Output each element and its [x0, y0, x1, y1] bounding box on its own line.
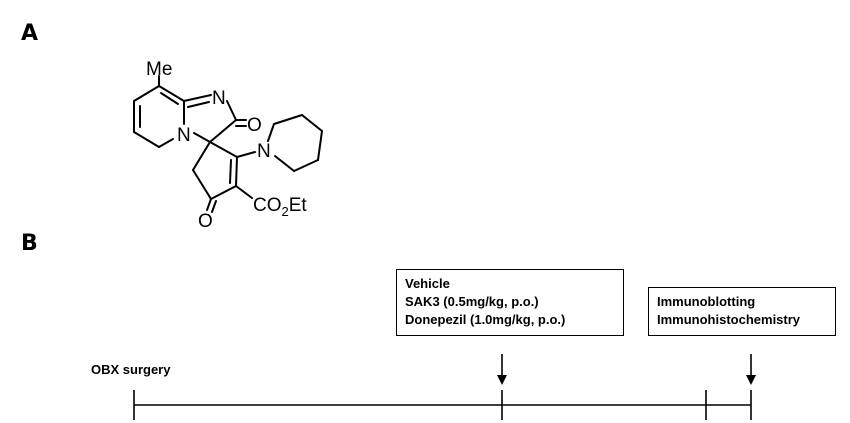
analysis-arrow-icon — [746, 375, 756, 385]
bond — [235, 185, 253, 199]
bond — [193, 132, 211, 143]
analysis-immunoblotting: Immunoblotting — [657, 294, 756, 309]
treatment-donepezil: Donepezil (1.0mg/kg, p.o.) — [405, 312, 566, 327]
treatment-sak3: SAK3 (0.5mg/kg, p.o.) — [405, 294, 539, 309]
bond-double-inner — [187, 101, 210, 108]
piperidine-nitrogen-label: N — [257, 141, 271, 162]
bond — [192, 169, 212, 200]
panel-label-a: A — [21, 21, 39, 46]
bond — [133, 131, 160, 148]
treatment-arrow-icon — [497, 375, 507, 385]
bond — [192, 141, 211, 171]
lactam-oxygen-label: O — [247, 115, 262, 136]
bond — [273, 114, 303, 125]
analysis-immunohistochemistry: Immunohistochemistry — [657, 312, 801, 327]
bond — [293, 159, 319, 172]
treatment-vehicle: Vehicle — [405, 276, 450, 291]
bond-double-inner — [229, 159, 232, 184]
bond — [226, 100, 237, 121]
ketone-oxygen-label: O — [198, 211, 213, 232]
bond — [301, 114, 323, 132]
bond — [235, 156, 238, 187]
ester-group-label: CO2Et — [253, 195, 307, 219]
bond — [211, 200, 217, 213]
bond — [317, 130, 323, 161]
bond — [209, 119, 237, 143]
ester-subscript: 2 — [282, 204, 289, 219]
bond-double-inner — [160, 92, 179, 105]
methyl-label: Me — [146, 59, 172, 80]
ester-co-text: CO — [253, 195, 282, 216]
imine-nitrogen-label: N — [212, 88, 226, 109]
bond — [158, 85, 185, 102]
bond — [133, 85, 160, 102]
treatment-box: Vehicle SAK3 (0.5mg/kg, p.o.) Donepezil … — [396, 269, 624, 336]
bond — [183, 94, 212, 102]
bond — [210, 185, 237, 200]
bond — [206, 198, 212, 211]
panel-label-b: B — [21, 231, 38, 256]
surgery-label: OBX surgery — [91, 362, 171, 377]
bond — [158, 138, 174, 148]
bond — [274, 155, 295, 172]
bond — [236, 151, 256, 158]
analysis-box: Immunoblotting Immunohistochemistry — [648, 287, 836, 336]
bond — [267, 123, 275, 142]
ester-ethyl-text: Et — [289, 195, 308, 216]
bridge-nitrogen-label: N — [177, 125, 191, 146]
bond — [209, 141, 238, 158]
